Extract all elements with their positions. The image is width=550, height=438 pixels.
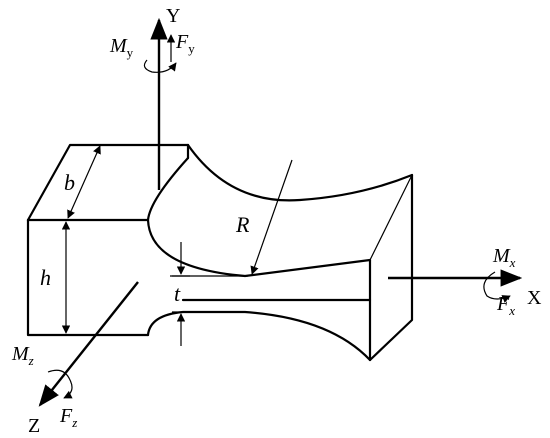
fy-label: Fy xyxy=(175,31,195,56)
dim-t-label: t xyxy=(174,281,181,306)
dim-r-label: R xyxy=(235,212,250,237)
dim-h-label: h xyxy=(40,265,51,290)
dimension-t: t xyxy=(172,242,190,346)
z-axis: Z Mz Fz xyxy=(11,281,139,437)
mz-label: Mz xyxy=(11,343,34,368)
dimension-r: R xyxy=(235,159,293,275)
x-axis: X Mx Fx xyxy=(388,245,542,318)
left-block xyxy=(26,143,190,337)
hinge-notch xyxy=(146,143,414,362)
z-axis-label: Z xyxy=(28,415,40,437)
dimension-b: b xyxy=(64,145,101,219)
y-axis: Y Fy My xyxy=(109,5,195,190)
dimension-h: h xyxy=(40,221,71,334)
mx-label: Mx xyxy=(492,245,516,270)
my-label: My xyxy=(109,35,134,60)
x-axis-label: X xyxy=(527,287,542,309)
right-block xyxy=(368,173,414,362)
dim-b-label: b xyxy=(64,170,75,195)
fx-label: Fx xyxy=(496,293,515,318)
fz-label: Fz xyxy=(59,405,77,430)
y-axis-label: Y xyxy=(166,5,180,27)
